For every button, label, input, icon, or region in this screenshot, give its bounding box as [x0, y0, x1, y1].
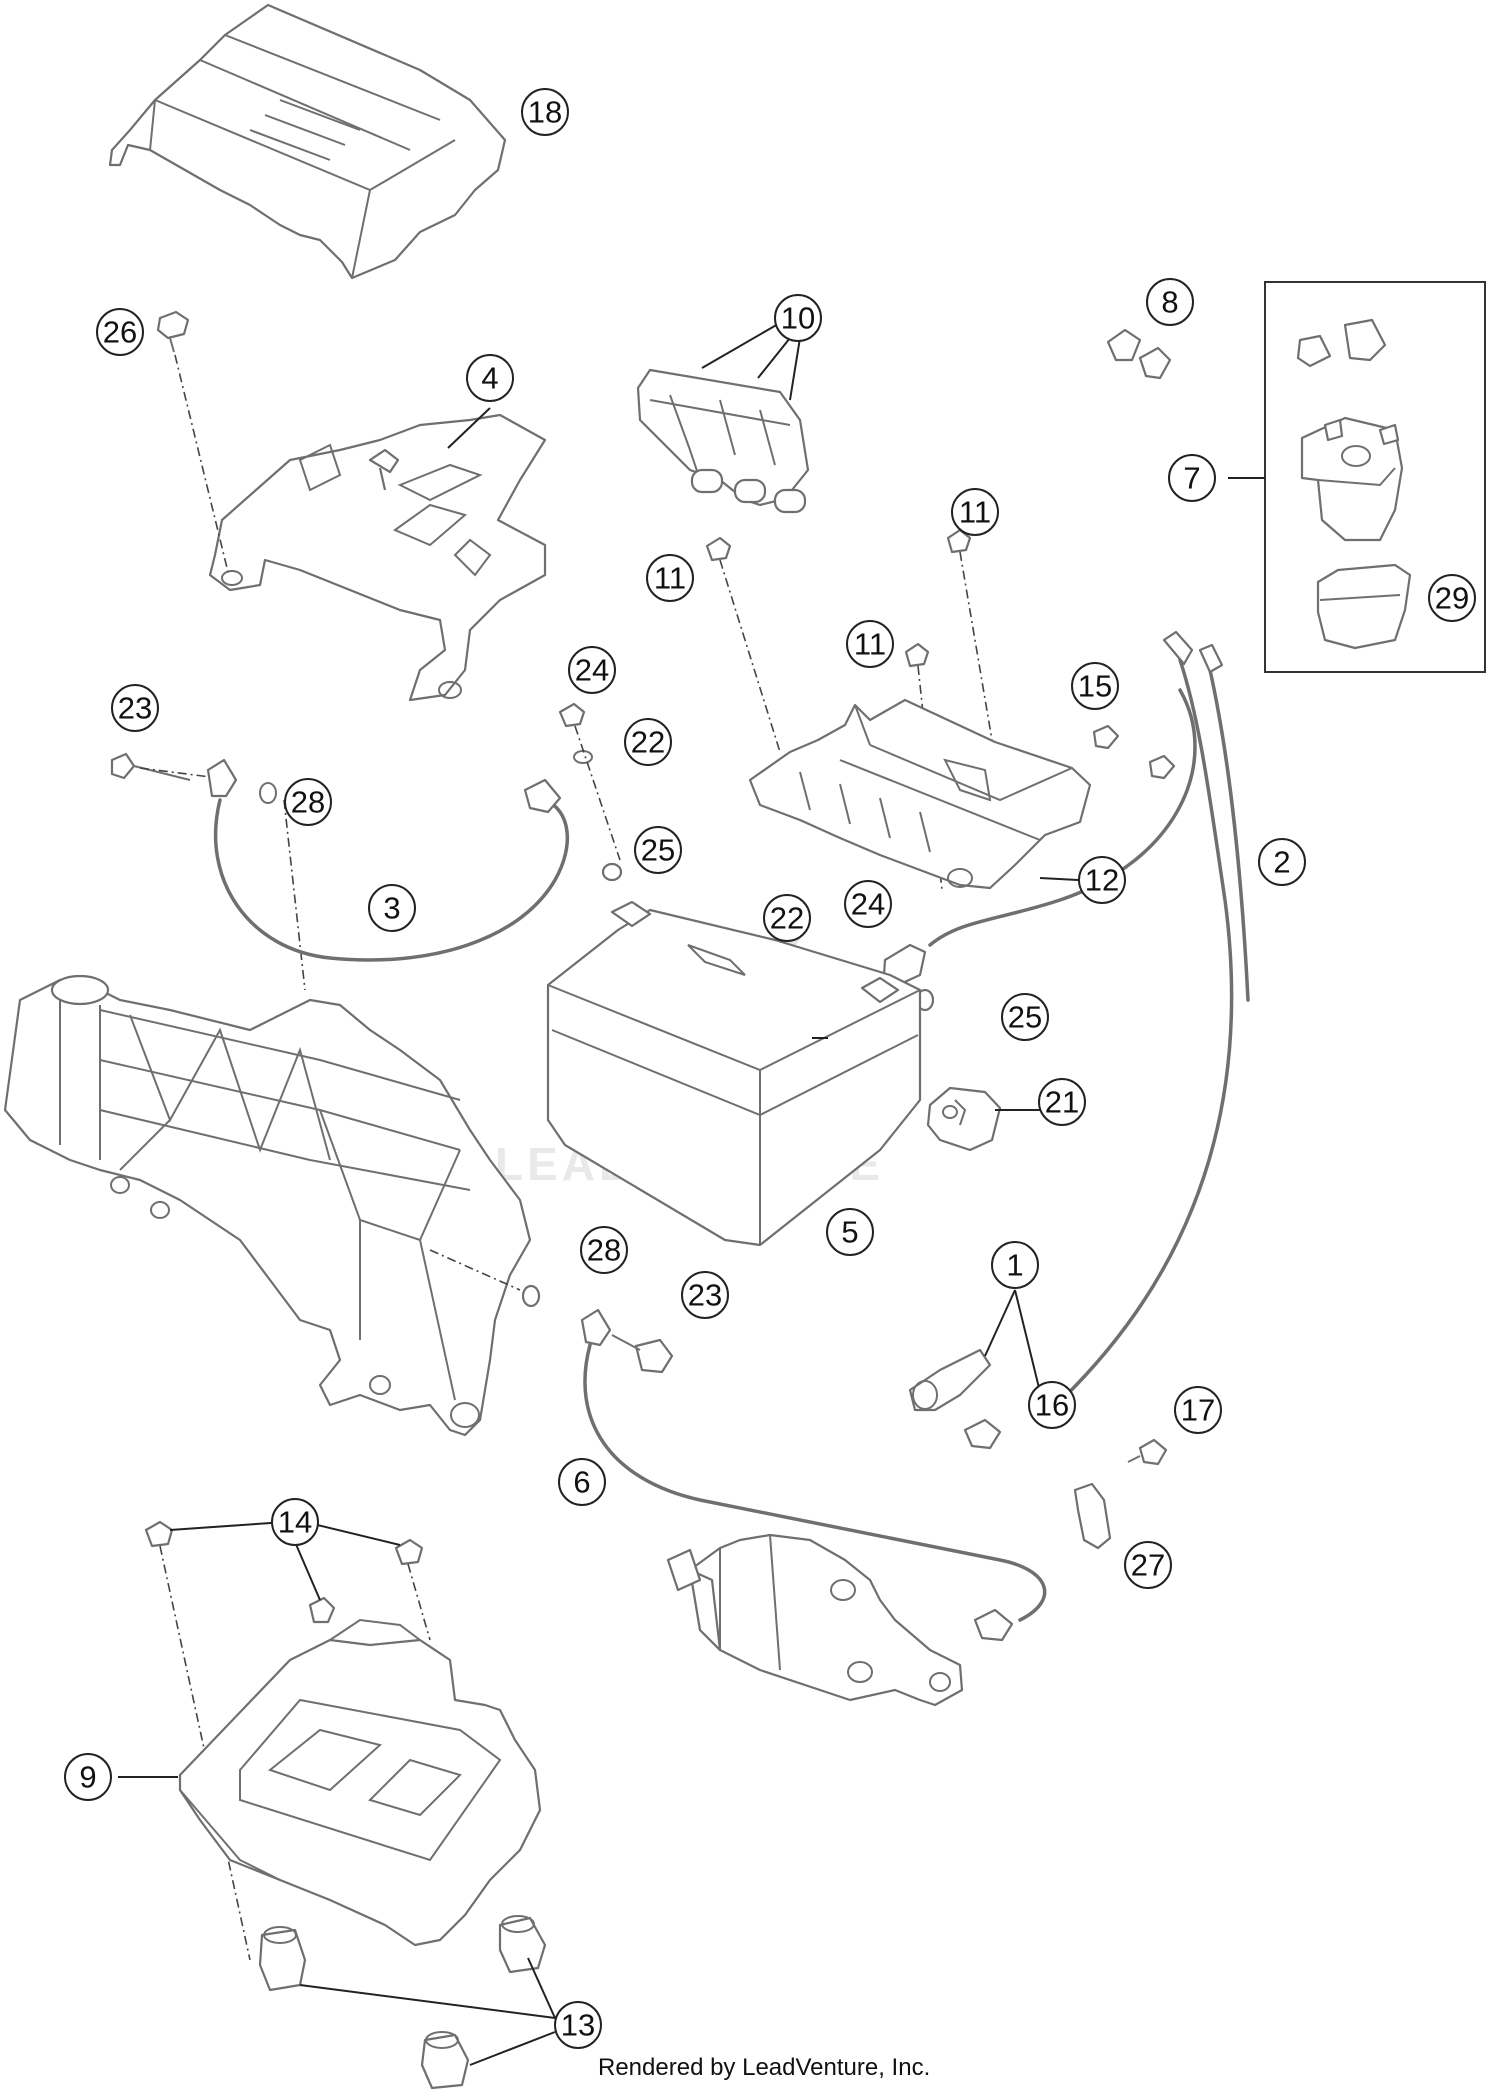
svg-text:21: 21 [1045, 1085, 1079, 1120]
svg-text:12: 12 [1085, 863, 1119, 898]
ground-cable-3-part [110, 752, 569, 991]
callout-5: 5 [826, 1208, 874, 1256]
starter-motor-icon [666, 1533, 964, 1707]
callout-2: 2 [1258, 838, 1306, 886]
callout-28b: 28 [580, 1226, 628, 1274]
svg-text:8: 8 [1161, 285, 1178, 320]
svg-text:22: 22 [770, 901, 804, 936]
callout-22a: 22 [624, 718, 672, 766]
callout-8: 8 [1146, 278, 1194, 326]
svg-text:7: 7 [1183, 461, 1200, 496]
terminal-cover-21-part [926, 1086, 1040, 1152]
svg-text:15: 15 [1078, 669, 1112, 704]
svg-text:14: 14 [278, 1505, 312, 1540]
callout-17: 17 [1174, 1386, 1222, 1434]
bracket-plate-part [208, 413, 547, 702]
battery-box-icon [178, 1618, 542, 1947]
callout-7: 7 [1168, 454, 1216, 502]
battery-icon [546, 900, 922, 1247]
svg-text:28: 28 [291, 785, 325, 820]
rubber-mounts-13-part [258, 1915, 547, 2090]
callout-28a: 28 [284, 778, 332, 826]
callout-10: 10 [774, 294, 822, 342]
svg-text:1: 1 [1006, 1248, 1023, 1283]
callout-1: 1 [991, 1241, 1039, 1289]
callout-18: 18 [521, 88, 569, 136]
svg-text:22: 22 [631, 725, 665, 760]
callout-6: 6 [558, 1458, 606, 1506]
callout-21: 21 [1038, 1078, 1086, 1126]
callout-9: 9 [64, 1753, 112, 1801]
callout-23a: 23 [111, 684, 159, 732]
svg-text:23: 23 [688, 1278, 722, 1313]
svg-text:6: 6 [573, 1465, 590, 1500]
svg-text:16: 16 [1035, 1388, 1069, 1423]
svg-text:13: 13 [561, 2008, 595, 2043]
battery-cable-2-part [1038, 630, 1250, 1422]
svg-text:11: 11 [654, 561, 686, 596]
callout-13: 13 [554, 2001, 602, 2049]
callout-3: 3 [368, 884, 416, 932]
rendered-by-footer: Rendered by LeadVenture, Inc. [598, 2054, 930, 2081]
svg-text:3: 3 [383, 891, 400, 926]
fuse-8-part [1106, 328, 1172, 380]
starter-cable-6-part [429, 1249, 1047, 1642]
callout-24a: 24 [568, 646, 616, 694]
svg-text:4: 4 [481, 361, 498, 396]
fuse-holder-part [636, 368, 810, 514]
battery-holder-tray-part [748, 698, 1092, 890]
callout-24b: 24 [844, 880, 892, 928]
svg-text:27: 27 [1131, 1548, 1165, 1583]
callout-11b: 11 [951, 488, 999, 536]
svg-text:26: 26 [103, 315, 137, 350]
upper-cover-part [108, 3, 507, 280]
svg-text:25: 25 [641, 833, 675, 868]
svg-text:2: 2 [1273, 845, 1290, 880]
svg-text:5: 5 [841, 1215, 858, 1250]
svg-text:11: 11 [854, 627, 886, 662]
leader-lines [118, 319, 1079, 2066]
bolts-11-part [705, 528, 993, 891]
bolt-26-part [156, 310, 229, 573]
svg-text:11: 11 [959, 495, 991, 530]
callout-29: 29 [1428, 574, 1476, 622]
svg-text:18: 18 [528, 95, 562, 130]
relay-kit-box [1228, 281, 1486, 673]
starter-relay-icon [1300, 416, 1404, 542]
callout-22b: 22 [763, 894, 811, 942]
callout-11c: 11 [846, 620, 894, 668]
callout-27: 27 [1124, 1541, 1172, 1589]
callout-11a: 11 [646, 554, 694, 602]
svg-text:17: 17 [1181, 1393, 1215, 1428]
callout-12: 12 [1078, 856, 1126, 904]
frame-icon [3, 974, 532, 1437]
cable-end-1-part [908, 1348, 1168, 1550]
callout-26: 26 [96, 308, 144, 356]
svg-text:9: 9 [79, 1760, 96, 1795]
callout-25b: 25 [1001, 993, 1049, 1041]
callout-4: 4 [466, 354, 514, 402]
svg-text:29: 29 [1435, 581, 1469, 616]
svg-text:24: 24 [575, 653, 609, 688]
svg-text:23: 23 [118, 691, 152, 726]
svg-text:28: 28 [587, 1233, 621, 1268]
screws-15-part [1092, 724, 1176, 780]
svg-text:24: 24 [851, 887, 885, 922]
callout-15: 15 [1071, 662, 1119, 710]
callout-25a: 25 [634, 826, 682, 874]
svg-text:25: 25 [1008, 1000, 1042, 1035]
svg-text:10: 10 [781, 301, 815, 336]
callout-16: 16 [1028, 1381, 1076, 1429]
callout-14: 14 [271, 1498, 319, 1546]
callout-23b: 23 [681, 1271, 729, 1319]
